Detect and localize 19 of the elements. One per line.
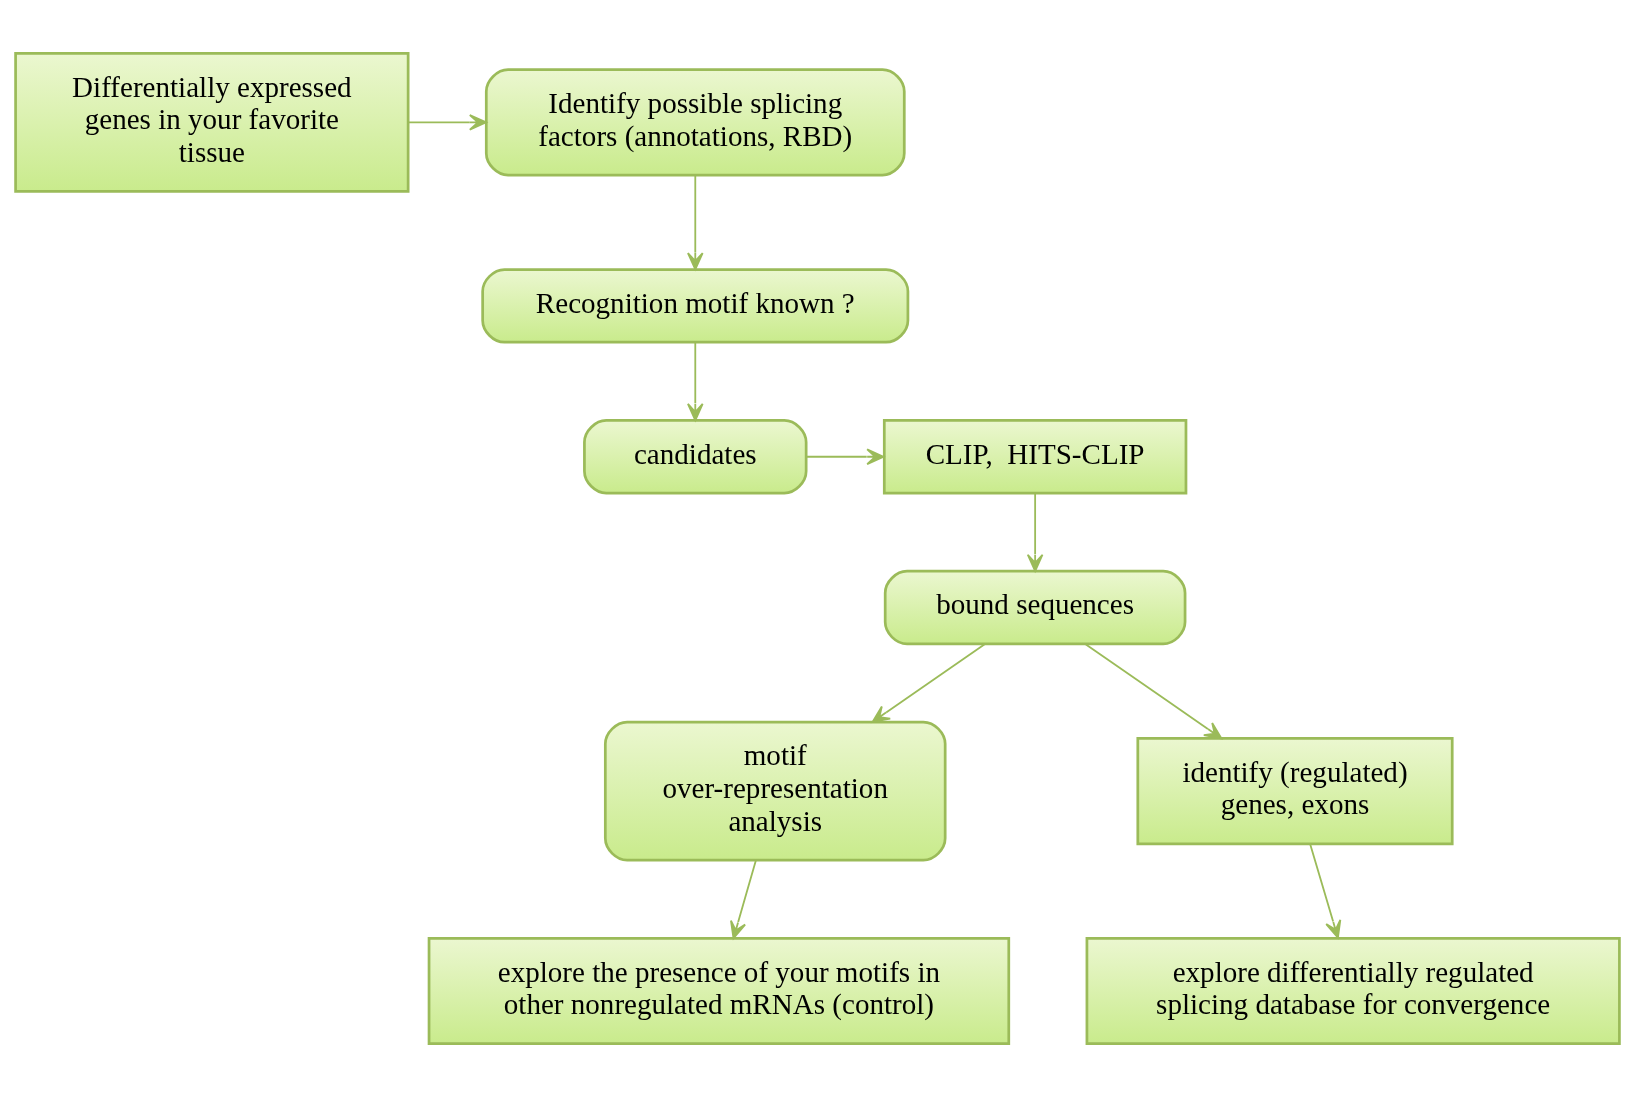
node-box: motif over-representation analysis (603, 720, 947, 862)
arrow (1026, 492, 1044, 572)
arrow (871, 642, 986, 723)
arrow (687, 173, 704, 270)
node-box: explore the presence of your motifs in other nonregulated mRNAs (control) (427, 936, 1011, 1045)
node-box: identify (regulated) genes, exons (1136, 736, 1454, 845)
arrow (407, 113, 488, 131)
arrow (730, 859, 757, 939)
node-box: bound sequences (883, 569, 1187, 645)
arrow (805, 447, 885, 465)
node-box: Recognition motif known ? (481, 267, 910, 344)
node-box: Identify possible splicing factors (annotations, RBD) (484, 67, 906, 176)
arrow (1084, 642, 1223, 739)
node-box: candidates (583, 418, 808, 494)
arrow (1309, 842, 1342, 939)
arrow (687, 341, 704, 421)
node-box: explore differentially regulated splicing database for convergence (1085, 936, 1621, 1045)
node-box: Differentially expressed genes in your favorite tissue (14, 51, 410, 193)
node-box: CLIP, HITS-CLIP (882, 418, 1188, 494)
